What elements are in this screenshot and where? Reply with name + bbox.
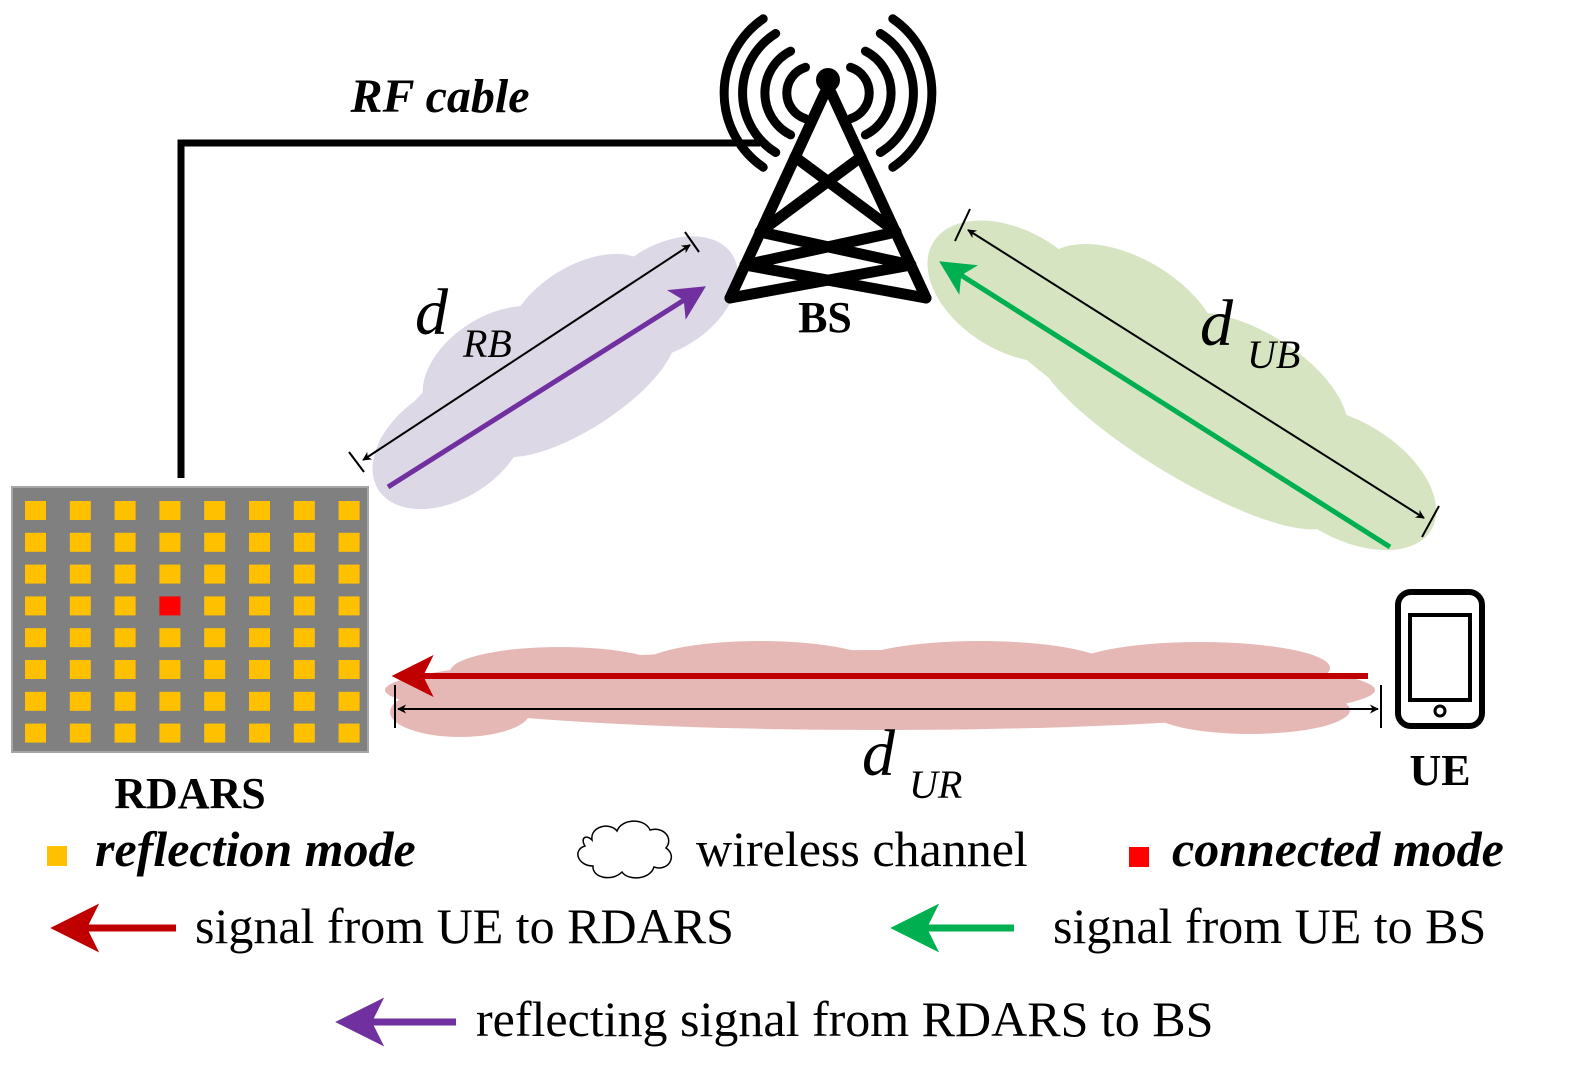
rf-cable (177, 139, 760, 478)
rdars-reflecting-element (25, 660, 46, 679)
rdars-reflecting-element (159, 660, 181, 679)
ue-label: UE (1409, 746, 1470, 795)
cloud-icon (577, 820, 672, 879)
rdars-reflecting-element (114, 596, 136, 616)
rdars-reflecting-element (114, 723, 136, 743)
rdars-reflecting-element (204, 691, 226, 711)
rdars-reflecting-element (204, 723, 226, 743)
rdars-reflecting-element (293, 628, 315, 648)
distance-rb-symbol: d (415, 276, 449, 349)
distance-rb-subscript: RB (462, 321, 512, 366)
rdars-reflecting-element (338, 501, 360, 520)
rdars-reflecting-element (159, 564, 181, 584)
legend-ue-rdars-label: signal from UE to RDARS (195, 898, 734, 954)
rdars-reflecting-element (293, 564, 315, 584)
rdars-reflecting-element (69, 691, 91, 711)
rdars-reflecting-element (114, 691, 136, 711)
rdars-reflecting-element (69, 532, 91, 552)
rdars-reflecting-element (69, 564, 91, 584)
rdars-reflecting-element (69, 501, 91, 520)
distance-marker-ur (394, 685, 1382, 728)
distance-ur-symbol: d (862, 717, 896, 790)
rdars-connected-element (159, 596, 181, 616)
rdars-reflecting-element (293, 532, 315, 552)
rdars-reflecting-element (338, 628, 360, 648)
rdars-reflecting-element (159, 691, 181, 711)
rdars-reflecting-element (25, 564, 46, 584)
distance-label-ub: d UB (1200, 287, 1300, 377)
legend: reflection mode wireless channel connect… (47, 820, 1504, 1047)
legend-reflection-label: reflection mode (95, 821, 416, 877)
rdars-reflecting-element (159, 501, 181, 520)
rf-cable-label: RF cable (349, 70, 529, 123)
rdars-reflecting-element (25, 596, 46, 616)
rdars-reflecting-element (204, 501, 226, 520)
legend-ue-bs-label: signal from UE to BS (1053, 898, 1486, 954)
base-station-icon (719, 14, 937, 304)
channel-cloud-ub (927, 220, 1437, 551)
rdars-reflecting-element (114, 564, 136, 584)
rdars-reflecting-element (249, 532, 270, 552)
phone-icon (1395, 589, 1485, 729)
rdars-reflecting-element (25, 691, 46, 711)
rdars-reflecting-element (114, 628, 136, 648)
rdars-element-grid (25, 501, 360, 743)
rdars-panel (11, 486, 369, 753)
rdars-reflecting-element (249, 660, 270, 679)
rdars-reflecting-element (69, 660, 91, 679)
rdars-reflecting-element (249, 564, 270, 584)
rdars-reflecting-element (159, 723, 181, 743)
rdars-reflecting-element (338, 691, 360, 711)
rdars-reflecting-element (204, 596, 226, 616)
channel-cloud-rb (372, 236, 738, 510)
rdars-reflecting-element (159, 532, 181, 552)
rdars-reflecting-element (293, 596, 315, 616)
distance-marker-rb (348, 231, 700, 473)
rdars-reflecting-element (293, 660, 315, 679)
distance-marker-ub (954, 208, 1440, 538)
rdars-reflecting-element (204, 564, 226, 584)
rdars-reflecting-element (69, 723, 91, 743)
rdars-reflecting-element (114, 501, 136, 520)
rdars-reflecting-element (159, 628, 181, 648)
rdars-reflecting-element (114, 532, 136, 552)
rdars-reflecting-element (249, 723, 270, 743)
rdars-reflecting-element (69, 628, 91, 648)
rdars-reflecting-element (338, 660, 360, 679)
distance-ub-symbol: d (1200, 287, 1234, 360)
rdars-reflecting-element (338, 596, 360, 616)
rdars-reflecting-element (25, 501, 46, 520)
rdars-reflecting-element (204, 660, 226, 679)
rdars-reflecting-element (338, 532, 360, 552)
rdars-reflecting-element (293, 691, 315, 711)
rdars-reflecting-element (25, 628, 46, 648)
distance-ub-subscript: UB (1247, 332, 1300, 377)
legend-rdars-bs-label: reflecting signal from RDARS to BS (476, 991, 1213, 1047)
distance-label-rb: d RB (415, 276, 512, 366)
distance-ur-subscript: UR (909, 762, 962, 807)
rdars-reflecting-element (25, 723, 46, 743)
legend-connected-label: connected mode (1172, 821, 1504, 877)
rdars-reflecting-element (249, 501, 270, 520)
rdars-reflecting-element (25, 532, 46, 552)
rdars-reflecting-element (69, 596, 91, 616)
rdars-reflecting-element (114, 660, 136, 679)
distance-label-ur: d UR (862, 717, 962, 807)
rdars-label: RDARS (114, 769, 266, 818)
legend-reflection-swatch (47, 846, 67, 866)
bs-label: BS (798, 293, 852, 342)
rdars-reflecting-element (249, 628, 270, 648)
rdars-reflecting-element (293, 723, 315, 743)
legend-wireless-label: wireless channel (696, 821, 1028, 877)
rdars-reflecting-element (204, 628, 226, 648)
rdars-reflecting-element (338, 564, 360, 584)
rdars-reflecting-element (293, 501, 315, 520)
legend-connected-swatch (1129, 847, 1149, 867)
rdars-reflecting-element (249, 691, 270, 711)
rdars-reflecting-element (249, 596, 270, 616)
rdars-reflecting-element (338, 723, 360, 743)
rdars-reflecting-element (204, 532, 226, 552)
